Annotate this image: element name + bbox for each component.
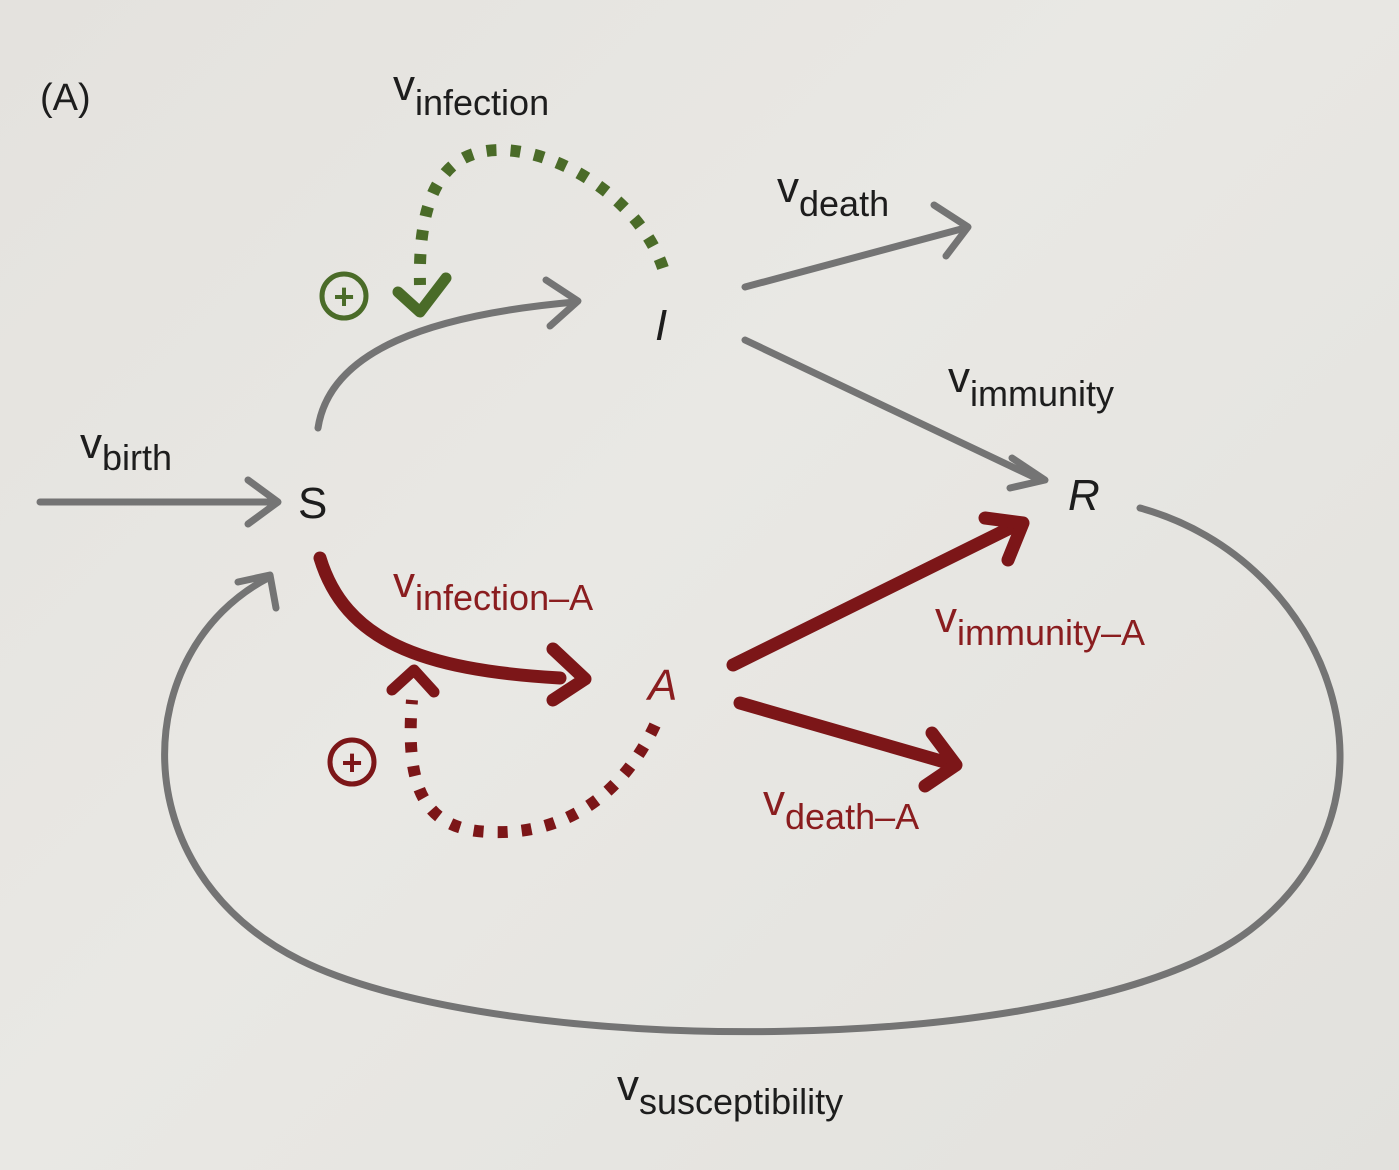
immunity-a-arrow bbox=[726, 511, 1030, 672]
rate-death-label: vdeath bbox=[777, 163, 889, 224]
node-i: I bbox=[655, 301, 667, 350]
infection-a-arrow bbox=[313, 551, 592, 707]
infection-feedback-loop bbox=[392, 143, 669, 318]
infection-arrow bbox=[314, 276, 582, 432]
panel-label: (A) bbox=[40, 77, 91, 119]
node-a: A bbox=[645, 661, 677, 710]
rate-birth-label: vbirth bbox=[80, 419, 172, 478]
plus-sign-infection-icon: + bbox=[319, 271, 369, 321]
death-arrow bbox=[741, 201, 972, 291]
death-a-arrow bbox=[733, 696, 963, 793]
node-r: R bbox=[1068, 471, 1100, 520]
infection-a-feedback-loop bbox=[386, 664, 661, 839]
susceptibility-arrow bbox=[161, 504, 1344, 1036]
node-s: S bbox=[298, 479, 327, 528]
rate-infection-a-label: vinfection–A bbox=[393, 558, 593, 618]
svg-text:+: + bbox=[341, 742, 362, 783]
svg-text:+: + bbox=[333, 276, 354, 317]
immunity-arrow bbox=[741, 336, 1049, 492]
birth-arrow bbox=[36, 476, 282, 528]
rate-death-a-label: vdeath–A bbox=[763, 776, 919, 837]
rate-immunity-label: vimmunity bbox=[948, 353, 1114, 414]
rate-susceptibility-label: vsusceptibility bbox=[617, 1061, 843, 1122]
plus-sign-infection-a-icon: + bbox=[327, 737, 377, 787]
rate-immunity-a-label: vimmunity–A bbox=[935, 593, 1145, 653]
rate-infection-label: vinfection bbox=[393, 61, 549, 123]
